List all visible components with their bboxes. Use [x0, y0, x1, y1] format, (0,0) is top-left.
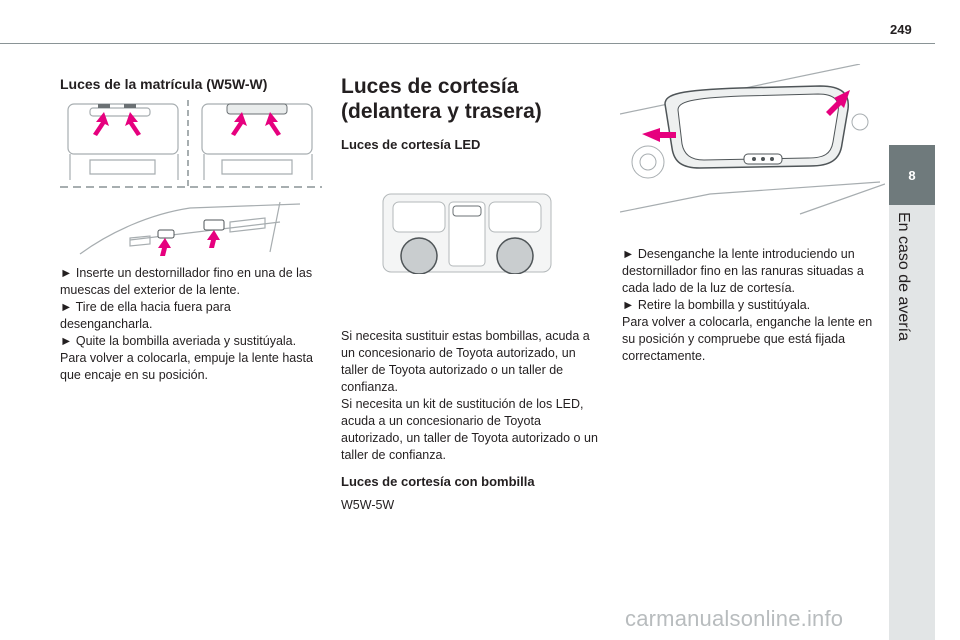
horizontal-divider: [60, 186, 322, 188]
arrow-icon: [642, 90, 850, 142]
column-2: Luces de cortesía (delantera y trasera) …: [341, 74, 606, 152]
side-tab-strip: [889, 205, 935, 640]
column-3-body: ► Desenganche la lente introduciendo un …: [622, 246, 884, 365]
header-rule: [0, 43, 935, 44]
license-lights-instructions: ► Inserte un destornillador fino en una …: [60, 266, 313, 382]
vertical-divider: [187, 100, 189, 190]
chapter-title: En caso de avería: [895, 212, 912, 341]
led-instructions: Si necesita sustituir estas bombillas, a…: [341, 329, 598, 462]
chapter-tab[interactable]: 8: [889, 145, 935, 205]
page-number: 249: [890, 22, 912, 37]
led-courtesy-light-illustration: [382, 193, 552, 274]
column-1: Luces de la matrícula (W5W-W): [60, 76, 325, 92]
arrow-icon: [231, 112, 281, 136]
subheading-led: Luces de cortesía LED: [341, 137, 481, 152]
page-title: Luces de cortesía (delantera y trasera): [341, 75, 542, 123]
bulb-type: W5W-5W: [341, 498, 395, 512]
courtesy-light-illustration: [620, 64, 885, 215]
column-2-body: Si necesita sustituir estas bombillas, a…: [341, 328, 606, 514]
license-light-illustration-bottom: [79, 201, 301, 256]
courtesy-light-instructions: ► Desenganche la lente introduciendo un …: [622, 247, 873, 363]
subheading-bulb: Luces de cortesía con bombilla: [341, 474, 535, 489]
section-heading-license-lights: Luces de la matrícula (W5W-W): [60, 76, 268, 92]
arrow-icon: [93, 112, 141, 136]
license-light-illustration-left: [67, 103, 179, 180]
chapter-number: 8: [908, 167, 916, 183]
license-light-illustration-right: [201, 103, 313, 180]
watermark: carmanualsonline.info: [625, 606, 844, 631]
column-1-body: ► Inserte un destornillador fino en una …: [60, 265, 325, 384]
arrow-icon: [158, 230, 220, 256]
